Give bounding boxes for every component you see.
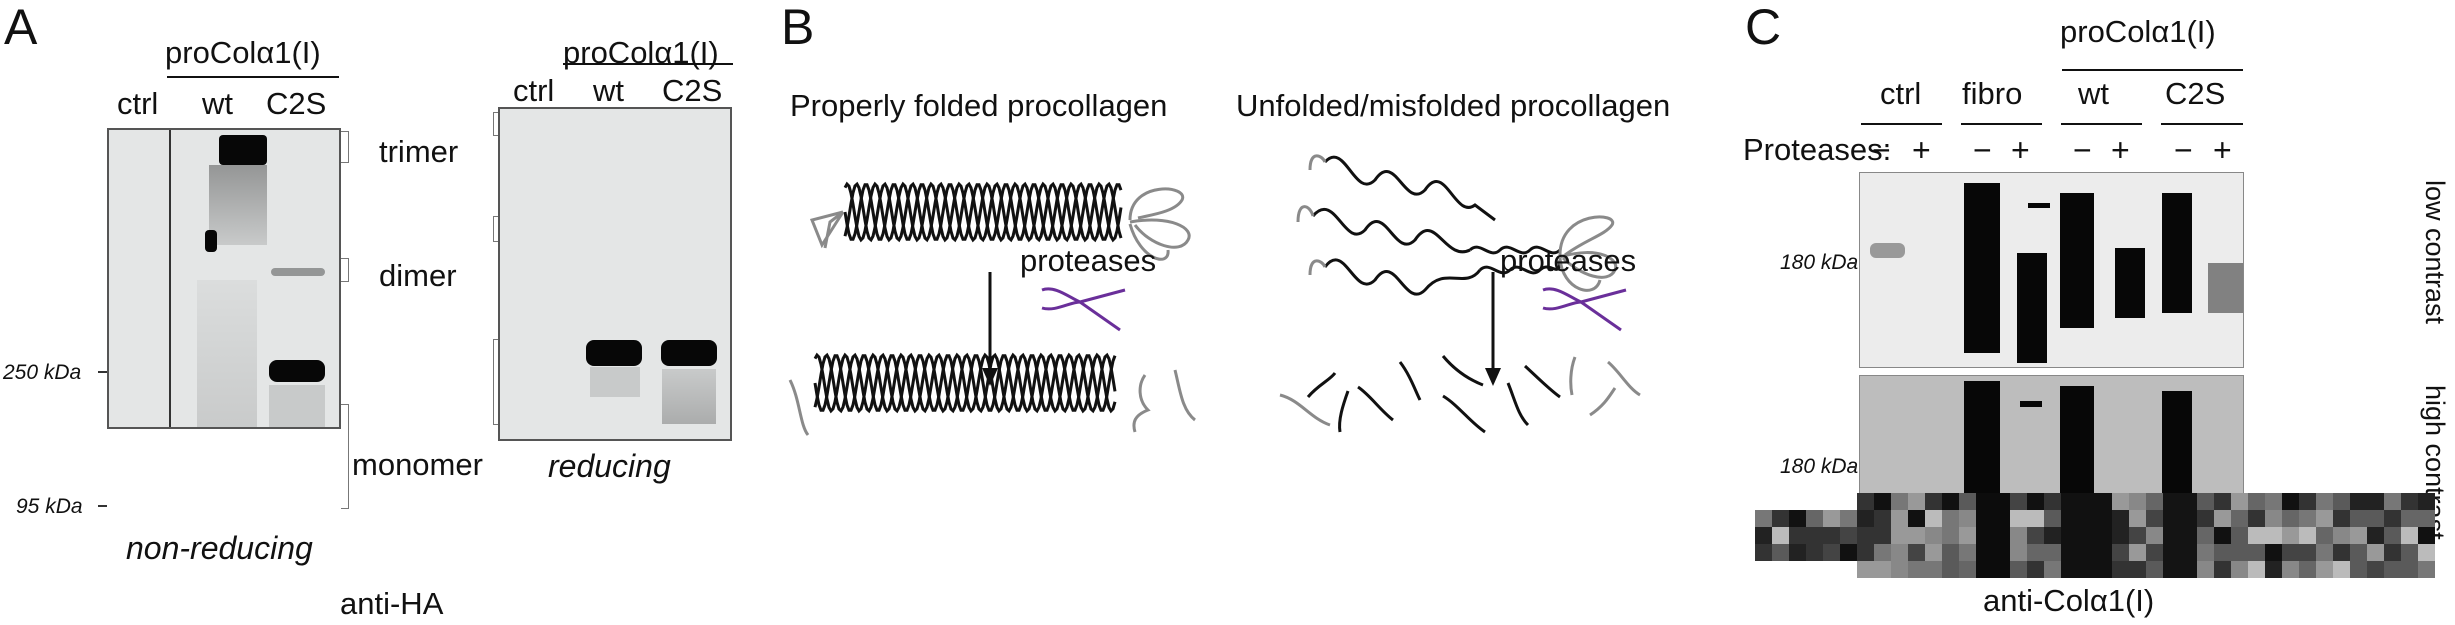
- sample-c2s: C2S: [2165, 76, 2226, 111]
- smear-wt-low: [197, 280, 257, 427]
- procollagen-diagram: [788, 154, 1641, 436]
- lane-label-wt-reducing: wt: [593, 73, 624, 108]
- group-underline: [167, 76, 339, 78]
- arrow-label-proteases-left: proteases: [1020, 243, 1157, 278]
- antibody-label-a: anti-HA: [340, 586, 444, 621]
- blot-reducing: [498, 107, 732, 441]
- unfolded-strands: [1311, 155, 1562, 296]
- panel-letter-b: B: [781, 0, 815, 55]
- protease-mark-1: +: [1912, 132, 1931, 168]
- protease-mark-4: −: [2073, 132, 2092, 168]
- arrow-label-proteases-right: proteases: [1500, 243, 1637, 278]
- caption-reducing: reducing: [548, 448, 671, 484]
- band-c2s-monomer: [269, 360, 325, 382]
- group-label-procol-reducing: proColα1(I): [563, 35, 719, 70]
- smear-wt: [209, 165, 267, 245]
- blot-label-low-contrast: low contrast: [2420, 180, 2450, 325]
- fragments-propeptides: [1279, 356, 1641, 427]
- lane-label-c2s: C2S: [266, 86, 327, 121]
- propeptide-right-folded: [1128, 187, 1191, 261]
- species-trimer: trimer: [379, 134, 459, 169]
- unfolded-c-propeptides: [1558, 215, 1618, 292]
- protease-mark-7: +: [2213, 132, 2232, 168]
- blot-non-reducing: [107, 128, 341, 429]
- mw-marker-95: 95 kDa: [16, 495, 83, 518]
- proteases-row-label: Proteases:: [1743, 132, 1892, 167]
- band-c2s-monomer-reducing: [661, 340, 717, 366]
- lane-label-c2s-reducing: C2S: [662, 73, 723, 108]
- sample-ctrl: ctrl: [1880, 76, 1922, 111]
- band-wt-trimer: [219, 135, 267, 165]
- sample-wt: wt: [2078, 76, 2109, 111]
- protease-mark-5: +: [2111, 132, 2130, 168]
- protease-mark-3: +: [2011, 132, 2030, 168]
- species-dimer: dimer: [379, 258, 457, 293]
- protease-mark-6: −: [2174, 132, 2193, 168]
- mw-marker-250: 250 kDa: [3, 361, 82, 384]
- triple-helix-folded: [843, 181, 1123, 243]
- sample-fibro: fibro: [1962, 76, 2023, 111]
- smear-c2s: [269, 385, 325, 427]
- propeptide-left-folded: [809, 210, 845, 249]
- lane-label-ctrl: ctrl: [117, 86, 159, 121]
- band-c2s-dimer: [271, 268, 325, 276]
- caption-non-reducing: non-reducing: [126, 530, 313, 566]
- lane-label-wt: wt: [202, 86, 233, 121]
- species-monomer: monomer: [352, 447, 483, 482]
- mw-marker-180-top: 180 kDa: [1780, 251, 1859, 274]
- lane-label-ctrl-reducing: ctrl: [513, 73, 555, 108]
- band-wt-aggregate: [205, 230, 217, 252]
- triple-helix-cleaved: [813, 352, 1117, 414]
- protease-mark-0: −: [1872, 132, 1891, 168]
- cleaved-propeptides-left: [788, 369, 1196, 436]
- mw-marker-180-bottom: 180 kDa: [1780, 455, 1859, 478]
- title-unfolded-misfolded: Unfolded/misfolded procollagen: [1236, 88, 1671, 123]
- scissors-icon-right: [1542, 287, 1627, 332]
- fragments: [1306, 355, 1561, 434]
- panel-letter-a: A: [4, 0, 38, 55]
- blot-low-contrast: [1859, 172, 2244, 368]
- group-label-procol: proColα1(I): [165, 35, 321, 70]
- unfolded-n-propeptides: [1296, 154, 1327, 276]
- antibody-label-c: anti-Colα1(I): [1983, 583, 2155, 618]
- band-wt-monomer: [586, 340, 642, 366]
- protease-mark-2: −: [1973, 132, 1992, 168]
- panel-letter-c: C: [1745, 0, 1782, 55]
- title-properly-folded: Properly folded procollagen: [790, 88, 1168, 123]
- group-label-procol-c: proColα1(I): [2060, 14, 2216, 49]
- lane-divider: [169, 130, 171, 427]
- scissors-icon: [1041, 287, 1126, 332]
